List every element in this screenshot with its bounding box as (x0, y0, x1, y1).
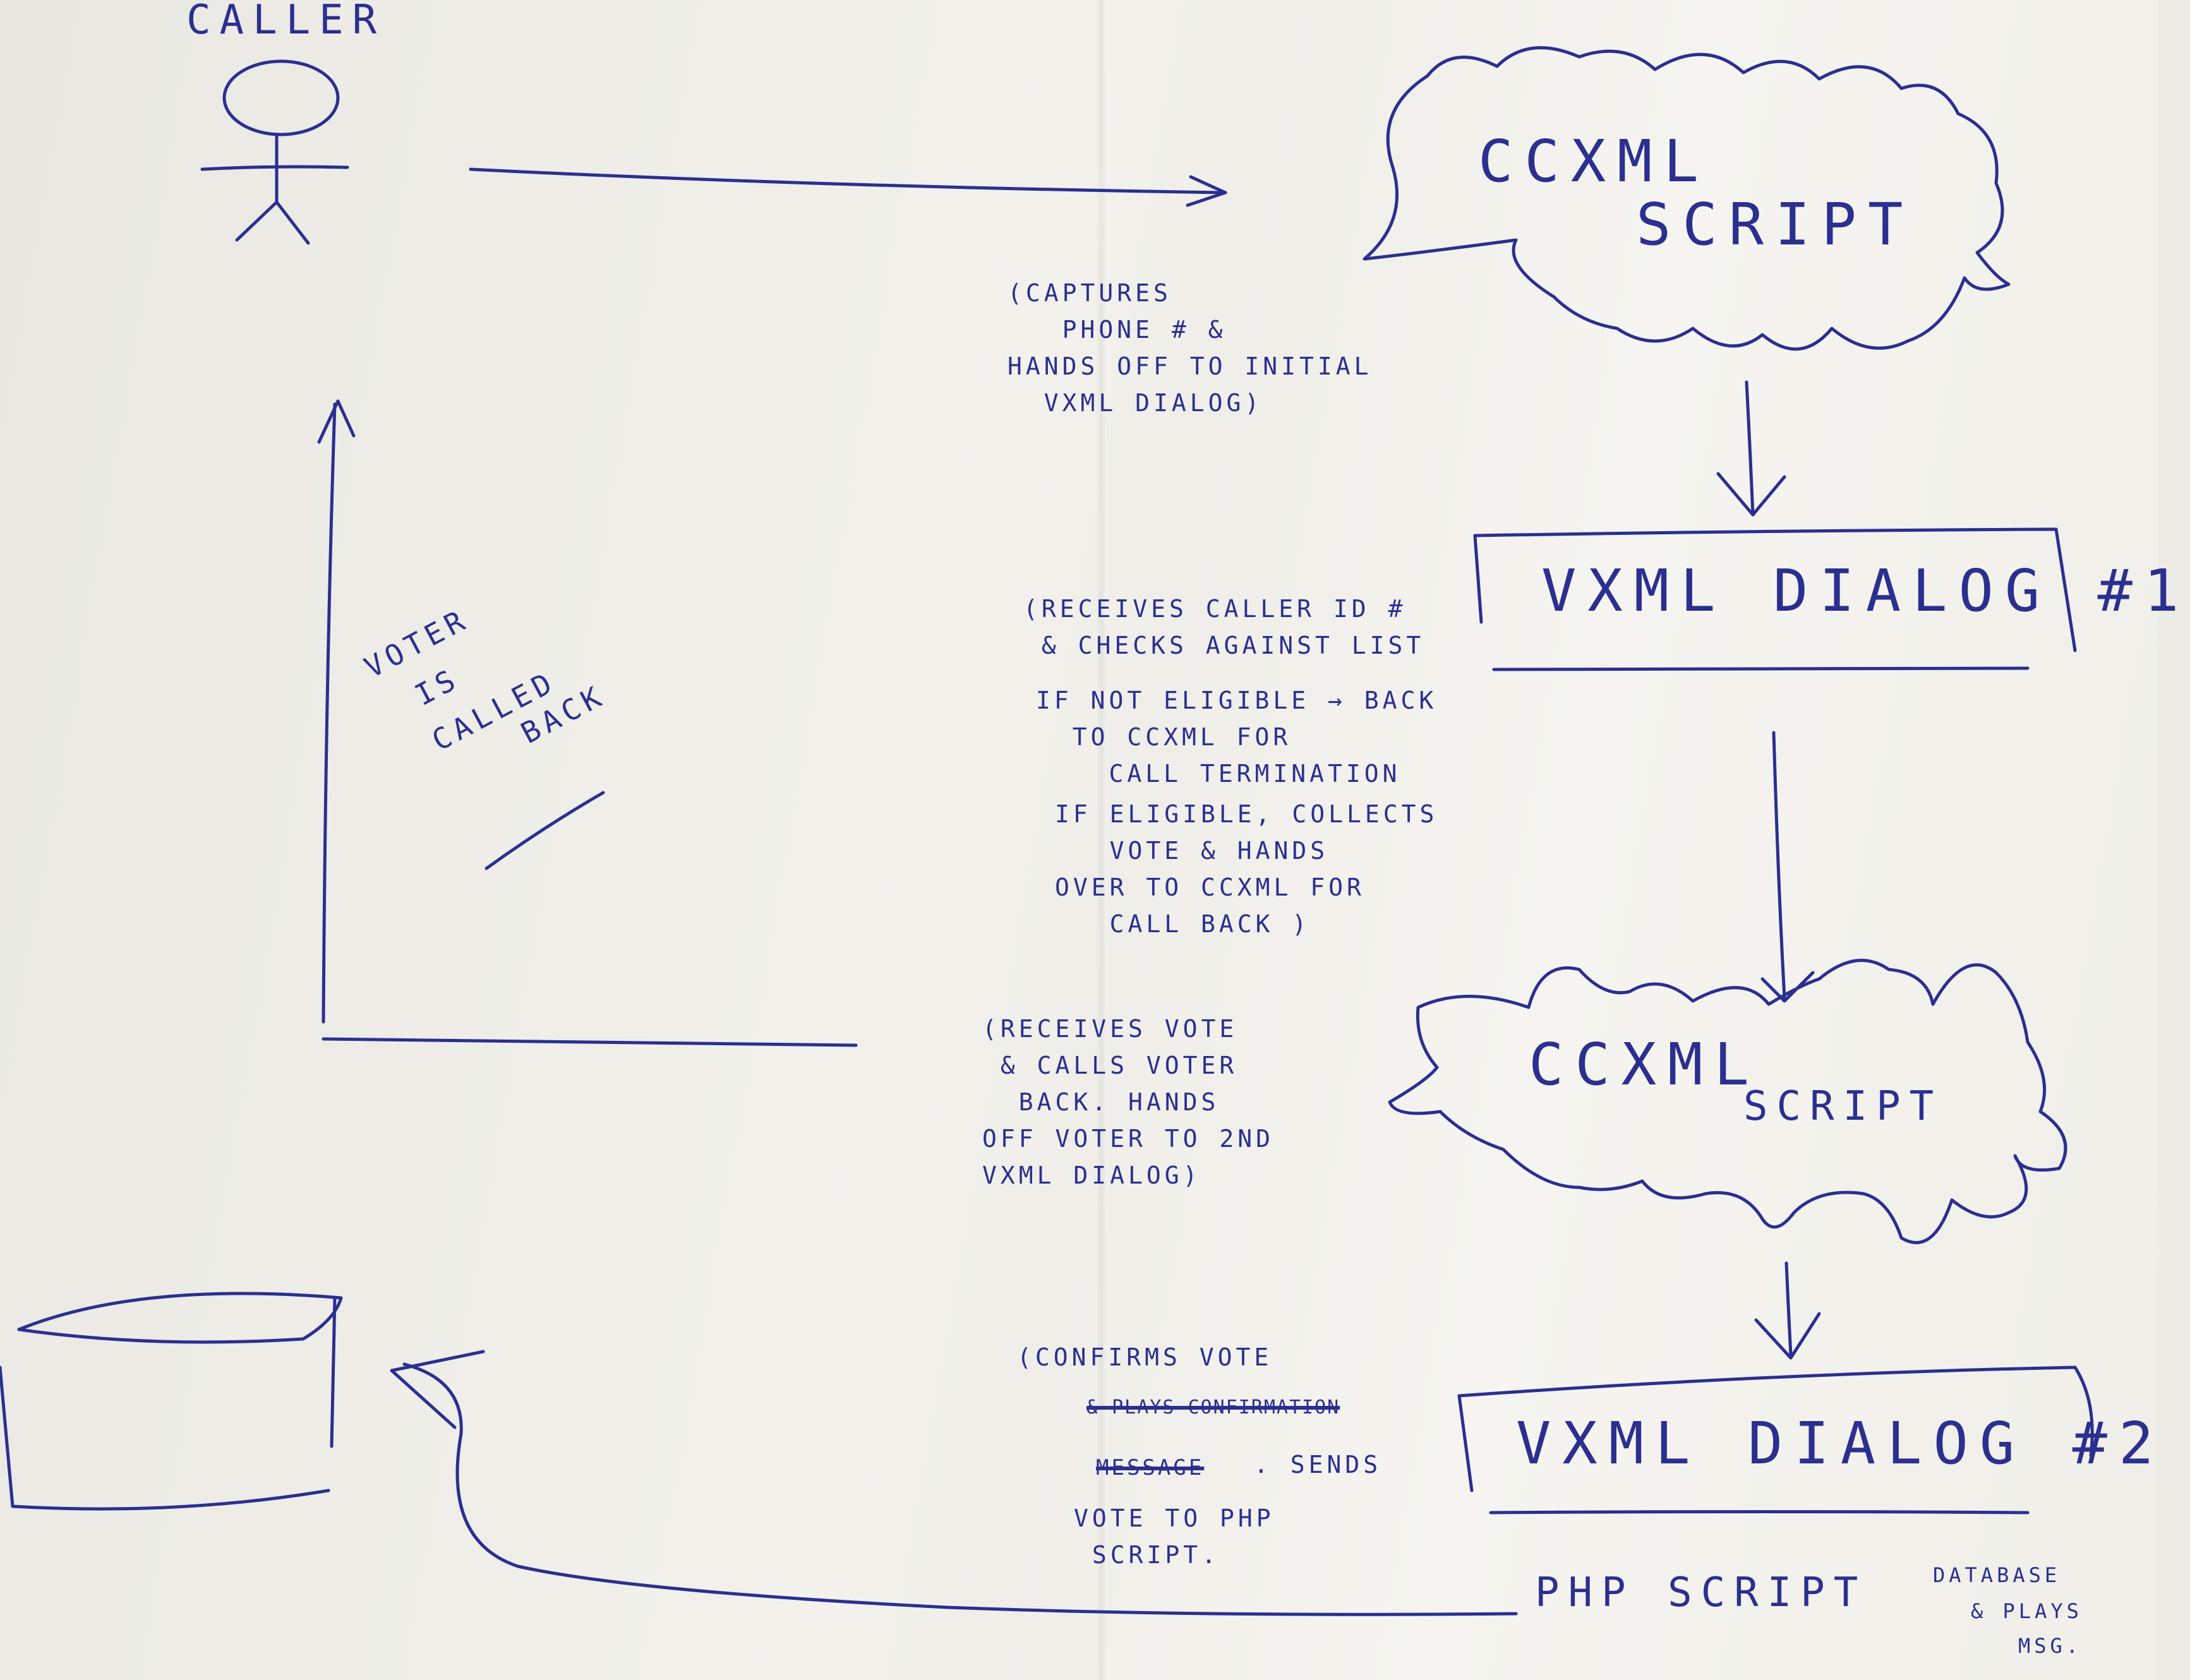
note-vxml-2-struck1: & PLAYS CONFIRMATION (1086, 1396, 1340, 1419)
vxml-dialog-2-box (1457, 1365, 2094, 1515)
php-note-line1: DATABASE (1933, 1563, 2061, 1587)
caller-label: CALLER (186, 0, 386, 44)
vxml-dialog-1-label: VXML DIALOG #1 (1541, 557, 2190, 625)
php-note-line3: MSG. (2018, 1634, 2083, 1658)
note-vxml-1-a: (RECEIVES CALLER ID # & CHECKS AGAINST L… (1023, 595, 1425, 659)
paper-fold (1096, 0, 1107, 1680)
php-note-line2: & PLAYS (1971, 1599, 2083, 1623)
note-vxml-2-struck2: MESSAGE (1096, 1455, 1205, 1480)
ccxml-1-label-line1: CCXML (1478, 128, 1710, 195)
caller-arms (200, 165, 349, 171)
arrow-caller-to-ccxml (469, 167, 1227, 207)
arrow-php-to-database (390, 1350, 1518, 1616)
note-vxml-2-rest: VOTE TO PHP SCRIPT. (1074, 1504, 1275, 1569)
note-vxml-1-b: IF NOT ELIGIBLE → BACK TO CCXML FOR CALL… (1036, 687, 1438, 788)
note-ccxml-1: (CAPTURES PHONE # & HANDS OFF TO INITIAL… (1008, 279, 1373, 417)
arrow-ccxml-to-vxml1 (1716, 380, 1786, 517)
ccxml-cloud-1 (1363, 46, 2011, 351)
php-script-label: PHP SCRIPT (1535, 1569, 1867, 1616)
note-ccxml-2: (RECEIVES VOTE & CALLS VOTER BACK. HANDS… (982, 1015, 1275, 1189)
caller-stick-figure (200, 59, 349, 245)
ccxml-1-label-line2: SCRIPT (1636, 191, 1915, 258)
vxml-dialog-1-box (1473, 527, 2077, 671)
ccxml-2-label-line2: SCRIPT (1743, 1083, 1943, 1130)
ccxml-2-label-line1: CCXML (1529, 1031, 1760, 1098)
ccxml-cloud-2 (1388, 959, 2067, 1244)
arrow-voter-called-back (317, 399, 858, 1047)
voter-underline (484, 791, 605, 870)
note-vxml-2-after-strike: . SENDS (1254, 1451, 1382, 1479)
arrow-ccxml2-to-vxml2 (1754, 1261, 1821, 1360)
vxml-dialog-2-label: VXML DIALOG #2 (1516, 1410, 2165, 1477)
database-cylinder (0, 1292, 343, 1511)
caller-legs (235, 200, 310, 245)
arrow-vxml1-to-ccxml2 (1760, 731, 1815, 1003)
note-vxml-2-line1: (CONFIRMS VOTE (1017, 1343, 1273, 1371)
caller-head (222, 59, 340, 136)
note-vxml-1-c: IF ELIGIBLE, COLLECTS VOTE & HANDS OVER … (1055, 800, 1438, 938)
